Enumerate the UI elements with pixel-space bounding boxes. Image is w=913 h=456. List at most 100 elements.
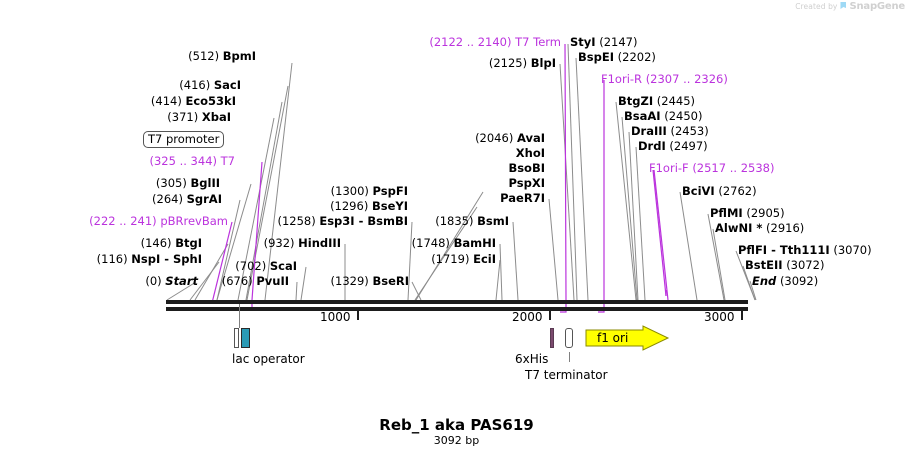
- 6xhis-box[interactable]: [550, 328, 554, 348]
- label-avai[interactable]: (2046) AvaI: [0, 132, 545, 145]
- label-t7-term[interactable]: (2122 .. 2140) T7 Term: [0, 36, 561, 49]
- label-eco53ki-position: (414): [150, 94, 182, 108]
- label-scai[interactable]: (702) ScaI: [0, 260, 297, 273]
- label-drdi-position: (2497): [669, 139, 708, 153]
- label-btgi-enzyme: BtgI: [175, 236, 202, 250]
- label-t7-position: (325 .. 344): [149, 154, 218, 168]
- label-alwni[interactable]: AlwNI * (2916): [715, 222, 804, 235]
- watermark-brand-text: SnapGene: [849, 1, 905, 12]
- label-bamhi[interactable]: (1748) BamHI: [0, 237, 496, 250]
- label-styi[interactable]: StyI (2147): [570, 36, 637, 49]
- label-avai-position: (2046): [475, 131, 514, 145]
- label-f1ori-r[interactable]: F1ori-R (2307 .. 2326): [601, 73, 728, 86]
- label-avai-enzyme: AvaI: [516, 131, 545, 145]
- label-bspei[interactable]: BspEI (2202): [578, 51, 656, 64]
- ruler-label-3000: 3000: [704, 310, 735, 324]
- label-f1ori-f-name: F1ori-F: [649, 161, 689, 175]
- label-drdi-enzyme: DrdI: [638, 139, 666, 153]
- label-esp3i-bsmbi[interactable]: (1258) Esp3I - BsmBI: [0, 215, 408, 228]
- label-paer7i-enzyme: PaeR7I: [500, 191, 545, 205]
- label-blpi[interactable]: (2125) BlpI: [0, 57, 556, 70]
- label-bcivi[interactable]: BciVI (2762): [682, 185, 757, 198]
- label-pbrrevbam-position: (222 .. 241): [89, 214, 157, 228]
- label-t7term-name: T7 Term: [515, 35, 561, 49]
- label-f1ori-f-position: (2517 .. 2538): [692, 161, 775, 175]
- label-saci[interactable]: (416) SacI: [0, 79, 241, 92]
- label-saci-enzyme: SacI: [213, 78, 241, 92]
- label-eco53ki-enzyme: Eco53kI: [185, 94, 236, 108]
- label-scai-position: (702): [235, 259, 267, 273]
- label-bseyi[interactable]: (1296) BseYI: [0, 200, 408, 213]
- label-sgrai-position: (264): [152, 192, 183, 206]
- label-ecii[interactable]: (1719) EciI: [0, 253, 496, 266]
- label-bglii[interactable]: (305) BglII: [0, 177, 220, 190]
- label-pflmi-position: (2905): [746, 206, 785, 220]
- label-bseri-enzyme: BseRI: [372, 274, 409, 288]
- label-drdi[interactable]: DrdI (2497): [638, 140, 708, 153]
- label-draiii[interactable]: DraIII (2453): [631, 125, 709, 138]
- lac-operator-label: lac operator: [232, 352, 305, 366]
- label-hindiii-enzyme: HindIII: [298, 236, 341, 250]
- plasmid-backbone-upper[interactable]: [166, 300, 748, 304]
- label-pspfi[interactable]: (1300) PspFI: [0, 185, 408, 198]
- label-bseri-position: (1329): [330, 274, 369, 288]
- label-pspfi-enzyme: PspFI: [372, 184, 408, 198]
- label-btgi[interactable]: (146) BtgI: [0, 237, 202, 250]
- label-sgrai[interactable]: (264) SgrAI: [0, 193, 222, 206]
- label-end-position: (3092): [779, 274, 819, 288]
- label-pbrrevbam[interactable]: (222 .. 241) pBRrevBam: [0, 215, 228, 228]
- label-styi-position: (2147): [599, 35, 638, 49]
- label-f1ori-r-name: F1ori-R: [601, 72, 643, 86]
- label-pflmi-enzyme: PflMI: [710, 206, 743, 220]
- snapgene-watermark: Created by SnapGene: [795, 1, 905, 12]
- watermark-created-by-text: Created by: [795, 2, 838, 11]
- label-pflfi-tth111i[interactable]: PflFI - Tth111I (3070): [738, 244, 872, 257]
- label-pvuii[interactable]: (676) PvuII: [0, 275, 289, 288]
- label-f1ori-r-position: (2307 .. 2326): [645, 72, 728, 86]
- t7-promoter-feature-box[interactable]: T7 promoter: [143, 131, 225, 148]
- t7-terminator-box[interactable]: [565, 328, 573, 348]
- label-bpmi[interactable]: (512) BpmI: [0, 50, 256, 63]
- label-bpmi-enzyme: BpmI: [222, 49, 256, 63]
- plasmid-backbone-lower[interactable]: [166, 307, 748, 311]
- f1-ori-arrow[interactable]: [585, 325, 670, 352]
- label-bsmi[interactable]: (1835) BsmI: [0, 215, 509, 228]
- label-ecii-enzyme: EciI: [473, 252, 496, 266]
- label-bseri[interactable]: (1329) BseRI: [0, 275, 409, 288]
- label-pspxi-enzyme: PspXI: [508, 176, 545, 190]
- lac-operator-flank-box[interactable]: [234, 328, 239, 348]
- lac-operator-box[interactable]: [241, 328, 250, 348]
- label-pspxi[interactable]: PspXI: [0, 177, 545, 190]
- label-pflfi-position: (3070): [833, 243, 872, 257]
- label-nspi-sphi[interactable]: (116) NspI - SphI: [0, 253, 202, 266]
- label-start-position: (0): [145, 274, 162, 288]
- ruler-tick-3000: [741, 311, 743, 320]
- label-bspei-enzyme: BspEI: [578, 50, 614, 64]
- label-start-name: Start: [165, 274, 198, 288]
- label-ecii-position: (1719): [431, 252, 470, 266]
- label-bspei-position: (2202): [617, 50, 656, 64]
- label-xbai[interactable]: (371) XbaI: [0, 111, 231, 124]
- label-bseyi-position: (1296): [330, 199, 369, 213]
- label-paer7i[interactable]: PaeR7I: [0, 192, 545, 205]
- label-bsobi[interactable]: BsoBI: [0, 162, 545, 175]
- label-t7-promoter-range[interactable]: (325 .. 344) T7: [0, 154, 236, 168]
- label-xhoi[interactable]: XhoI: [0, 147, 545, 160]
- label-pflmi[interactable]: PflMI (2905): [710, 207, 785, 220]
- label-start[interactable]: (0) Start: [0, 275, 198, 288]
- label-end[interactable]: End (3092): [752, 275, 818, 288]
- label-hindiii[interactable]: (932) HindIII: [0, 237, 341, 250]
- label-bsaai[interactable]: BsaAI (2450): [624, 110, 702, 123]
- ruler-tick-2000: [549, 311, 551, 320]
- label-alwni-position: (2916): [766, 221, 805, 235]
- label-btgzi[interactable]: BtgZI (2445): [618, 95, 695, 108]
- label-f1ori-f[interactable]: F1ori-F (2517 .. 2538): [649, 162, 774, 175]
- label-bsaai-enzyme: BsaAI: [624, 109, 661, 123]
- label-bstelii[interactable]: BstEII (3072): [745, 259, 824, 272]
- label-eco53ki[interactable]: (414) Eco53kI: [0, 95, 236, 108]
- label-draiii-position: (2453): [670, 124, 709, 138]
- label-xhoi-enzyme: XhoI: [515, 146, 545, 160]
- label-bsaai-position: (2450): [664, 109, 703, 123]
- label-draiii-enzyme: DraIII: [631, 124, 667, 138]
